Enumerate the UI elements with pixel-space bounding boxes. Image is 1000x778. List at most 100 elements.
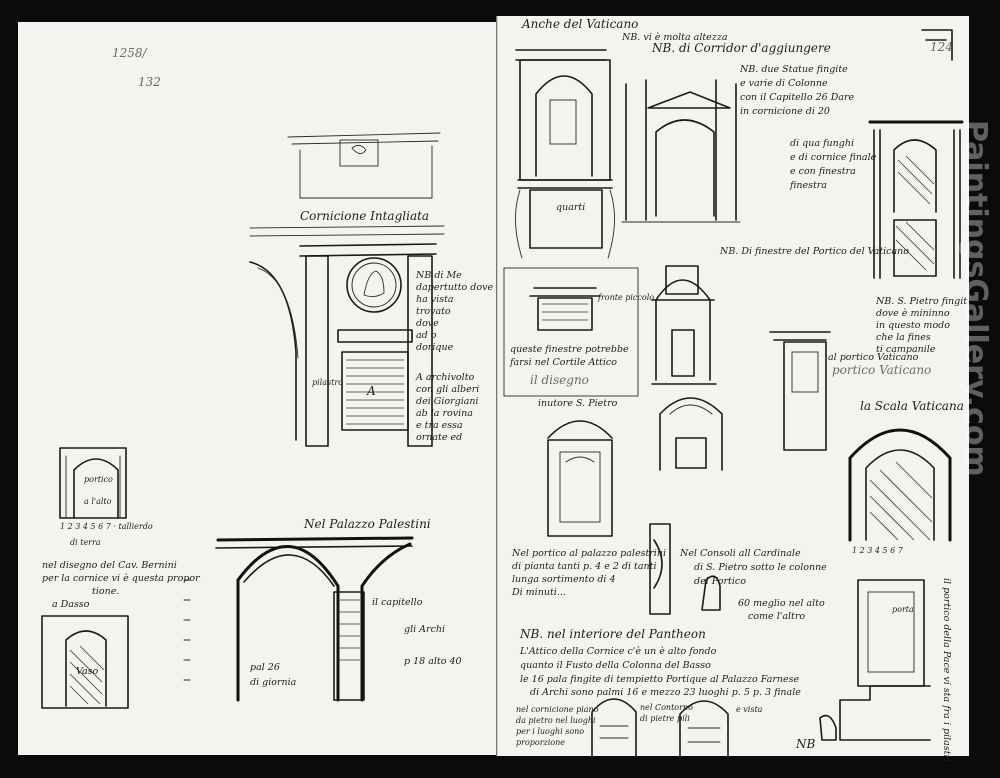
svg-text:per i luoghi sono: per i luoghi sono (516, 727, 584, 736)
bernini-note: nel disegno del Cav. Bernini per la corn… (42, 560, 201, 610)
svg-text:ornate ed: ornate ed (416, 432, 462, 443)
quarti-label: quarti (556, 202, 585, 213)
svg-text:NB. nel interiore del Pantheon: NB. nel interiore del Pantheon (519, 627, 706, 641)
svg-text:e tra essa: e tra essa (416, 420, 463, 431)
medallion-note: NB di Me dapertutto dove ha vista trovat… (415, 270, 493, 353)
bottom-arched-sketches (591, 698, 837, 757)
svg-text:ha vista: ha vista (416, 294, 454, 305)
consoli-note: Nel Consoli all Cardinale di S. Pietro s… (679, 548, 827, 622)
svg-text:a Dasso: a Dasso (52, 599, 90, 610)
svg-text:con il Capitello 26 Dare: con il Capitello 26 Dare (740, 92, 855, 103)
console-bracket (649, 523, 721, 615)
svg-text:ad o: ad o (416, 330, 437, 341)
left-page (18, 22, 496, 755)
pietro-note: NB. S. Pietro fingit dove è mininno in q… (875, 296, 967, 355)
svg-text:proporzione: proporzione (516, 738, 565, 747)
svg-text:in cornicione di 20: in cornicione di 20 (740, 106, 830, 117)
svg-text:portico: portico (84, 475, 113, 484)
san-pietro-label: inutore S. Pietro (538, 398, 618, 409)
nb-bottom: NB (795, 737, 816, 751)
svg-text:il disegno: il disegno (530, 373, 589, 387)
archi-label: gli Archi (404, 624, 445, 635)
svg-text:dei Giorgiani: dei Giorgiani (416, 396, 479, 407)
vaso-label: Vaso (76, 666, 99, 677)
svg-text:quanto il Fusto della Colonna: quanto il Fusto della Colonna del Basso (520, 660, 711, 671)
svg-text:come l'altro: come l'altro (748, 611, 805, 622)
window-note: NB. Di finestre del Portico del Vaticano (719, 246, 909, 257)
svg-text:e di cornice finale: e di cornice finale (790, 152, 877, 163)
svg-text:a l'alto: a l'alto (84, 497, 112, 506)
svg-text:tione.: tione. (92, 586, 119, 597)
svg-text:NB. S. Pietro fingit: NB. S. Pietro fingit (875, 296, 967, 307)
svg-text:con gli alberi: con gli alberi (416, 384, 479, 395)
vaso-opening-sketch: Vaso (41, 615, 129, 709)
palazzo-note: Nel portico al palazzo palestrini di pia… (511, 548, 666, 598)
side-dims: p 18 alto 40 (404, 656, 462, 667)
arch-dim-1: pal 26 (250, 662, 280, 673)
vertical-note: il portico della Pace vi sta fra i pilas… (941, 578, 952, 762)
svg-text:Nel Consoli all Cardinale: Nel Consoli all Cardinale (679, 548, 801, 559)
portico-vaticano-frame: al portico Vaticano portico Vaticano (769, 331, 931, 451)
capital-label: il capitello (372, 597, 423, 608)
svg-text:dove: dove (416, 318, 439, 329)
pencil-number-c: 124 (930, 40, 953, 54)
palazzo-arches-sketch: Nel Palazzo Palestini pal 26 di giornia … (183, 517, 462, 702)
small-bay-scale: 1 2 3 4 5 6 7 · tallierdo (60, 522, 153, 531)
pilastri-note: di qua funghi e di cornice finale e con … (789, 138, 877, 191)
svg-text:L'Attico della Cornice c'è un: L'Attico della Cornice c'è un è alto fon… (519, 646, 717, 657)
bottom-label-b: di pietre pili (640, 714, 690, 723)
svg-text:Anche del Vaticano: Anche del Vaticano (521, 17, 638, 31)
svg-text:di S. Pietro sotto le colonne: di S. Pietro sotto le colonne (694, 562, 827, 573)
pilaster-label: pilastro (312, 378, 343, 387)
svg-text:al portico Vaticano: al portico Vaticano (828, 352, 919, 363)
svg-text:NB. vi è molta altezza: NB. vi è molta altezza (621, 32, 728, 43)
svg-text:queste finestre potrebbe: queste finestre potrebbe (510, 344, 629, 355)
arched-windows-stack (651, 265, 723, 471)
svg-text:di Archi sono palmi 16 e mezzo: di Archi sono palmi 16 e mezzo 23 luoghi… (530, 687, 801, 698)
svg-text:trovato: trovato (416, 306, 451, 317)
arch-letter: A (366, 384, 376, 398)
svg-text:porta: porta (892, 605, 914, 614)
cornice-label: Cornicione Intagliata (300, 209, 429, 223)
watermark: PaintingsGallery.com (958, 120, 993, 477)
arch-dim-2: di giornia (250, 677, 297, 688)
svg-text:che la fines: che la fines (876, 332, 931, 343)
arch-note: A archivolto con gli alberi dei Giorgian… (415, 372, 479, 443)
svg-text:finestra: finestra (789, 180, 827, 191)
door-frame-sketch: porta (839, 579, 931, 741)
svg-text:farsi nel Cortile Attico: farsi nel Cortile Attico (509, 357, 617, 368)
svg-text:nel disegno del Cav. Bernini: nel disegno del Cav. Bernini (42, 560, 177, 571)
svg-text:e varie di Colonne: e varie di Colonne (740, 78, 828, 89)
tall-niche-facade: quarti (515, 49, 615, 259)
svg-text:dove è mininno: dove è mininno (876, 308, 950, 319)
tall-window-sketch (868, 29, 964, 279)
svg-text:e con finestra: e con finestra (790, 166, 856, 177)
small-bay-sketch: portico a l'alto 1 2 3 4 5 6 7 · tallier… (59, 447, 153, 547)
frontispiece-panel: fronte piccolo queste finestre potrebbe … (503, 267, 654, 397)
cornice-sketch: Cornicione Intagliata (249, 132, 445, 237)
svg-text:da pietro nel luoghi: da pietro nel luoghi (516, 716, 596, 725)
svg-text:di pianta tanti p. 4 e 2 di ta: di pianta tanti p. 4 e 2 di tanti (512, 561, 657, 572)
svg-text:per la cornice vi è questa pro: per la cornice vi è questa propor (42, 573, 201, 584)
svg-text:nel cornicione piano: nel cornicione piano (516, 705, 599, 714)
medallion-arch-elevation: A pilastro (249, 243, 437, 447)
svg-text:Nel portico al palazzo palestr: Nel portico al palazzo palestrini (511, 548, 666, 559)
svg-text:di qua funghi: di qua funghi (790, 138, 854, 149)
svg-text:la Scala Vaticana: la Scala Vaticana (860, 399, 964, 413)
svg-text:fronte piccolo: fronte piccolo (597, 293, 654, 302)
svg-text:NB di Me: NB di Me (415, 270, 462, 281)
scala-vaticana-sketch: la Scala Vaticana 1 2 3 4 5 6 7 (848, 399, 964, 555)
svg-text:ti campanile: ti campanile (876, 344, 936, 355)
svg-text:NB. due Statue fingite: NB. due Statue fingite (739, 64, 848, 75)
svg-text:Di minuti...: Di minuti... (511, 587, 566, 598)
bottom-label-c: e vista (736, 705, 763, 714)
header-notes: Anche del Vaticano NB. vi è molta altezz… (521, 17, 831, 55)
pencil-number-a: 1258/ (112, 46, 149, 60)
svg-text:1 2 3 4 5 6 7: 1 2 3 4 5 6 7 (852, 546, 904, 555)
svg-text:portico Vaticano: portico Vaticano (832, 363, 931, 377)
svg-text:le 16 pala fingite di tempiett: le 16 pala fingite di tempietto Portique… (520, 674, 800, 685)
svg-text:in questo modo: in questo modo (876, 320, 950, 331)
svg-text:lunga sortimento di 4: lunga sortimento di 4 (512, 574, 616, 585)
svg-text:NB. di Corridor d'aggiungere: NB. di Corridor d'aggiungere (651, 41, 831, 55)
